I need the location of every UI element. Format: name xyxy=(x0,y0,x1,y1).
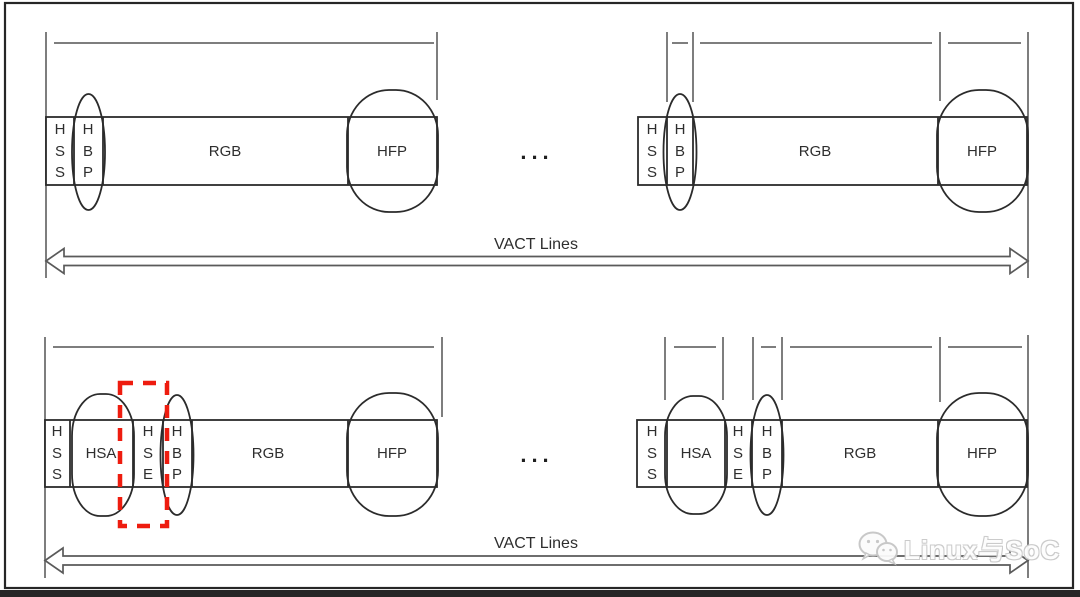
segment-label-hss: H S S xyxy=(646,121,658,181)
watermark: Linux与SoC xyxy=(856,527,1060,569)
row1-left-hfp-capsule xyxy=(346,89,439,213)
segment-label-hfp: HFP xyxy=(377,445,407,462)
segment-label-hss: H S S xyxy=(54,121,66,181)
segment-label-rgb: RGB xyxy=(208,143,242,160)
row1-right-hbp-ellipse xyxy=(662,93,698,211)
continuation-ellipsis: ... xyxy=(520,139,554,164)
segment-label-rgb: RGB xyxy=(843,445,877,462)
segment-label-hsa: HSA xyxy=(85,445,117,462)
segment-label-hse: H S E xyxy=(142,423,154,483)
row2-right-hbp-ellipse xyxy=(749,394,785,516)
row1-left-bar xyxy=(45,116,438,186)
row2-left-hfp-capsule xyxy=(346,392,439,517)
row1-vact-double-arrow xyxy=(44,246,1030,276)
segment-label-hss: H S S xyxy=(646,423,658,483)
row1-right-bar xyxy=(637,116,1028,186)
vact-lines-label: VACT Lines xyxy=(494,535,578,552)
segment-label-hbp: H B P xyxy=(171,423,183,483)
segment-label-hbp: H B P xyxy=(674,121,686,181)
row2-vact-double-arrow xyxy=(43,546,1030,575)
row2-right-hfp-capsule xyxy=(936,392,1029,517)
row2-left-hsa-capsule xyxy=(71,393,135,517)
row1-measurement-lines xyxy=(45,32,1029,278)
row1-emphasis-shapes xyxy=(71,89,1029,213)
segment-label-hse: H S E xyxy=(732,423,744,483)
segment-label-hbp: H B P xyxy=(82,121,94,181)
wechat-icon xyxy=(858,531,898,566)
continuation-ellipsis: ... xyxy=(520,442,554,467)
segment-label-rgb: RGB xyxy=(798,143,832,160)
footer-black-bar xyxy=(0,590,1080,597)
segment-label-hfp: HFP xyxy=(967,445,997,462)
segment-label-hfp: HFP xyxy=(967,143,997,160)
watermark-text: Linux与SoC xyxy=(904,534,1061,565)
segment-label-hfp: HFP xyxy=(377,143,407,160)
row2-bars xyxy=(44,419,1028,488)
row1-right-hfp-capsule xyxy=(936,89,1029,213)
segment-label-hbp: H B P xyxy=(761,423,773,483)
hse-highlight-dashed-box xyxy=(117,380,170,529)
row2-left-hbp-ellipse xyxy=(159,394,195,516)
segment-label-hss: H S S xyxy=(51,423,63,483)
row1-left-hbp-ellipse xyxy=(71,93,106,211)
row1-bars xyxy=(45,116,1028,186)
row2-right-bar xyxy=(636,419,1028,488)
segment-label-rgb: RGB xyxy=(251,445,285,462)
segment-label-hsa: HSA xyxy=(680,445,712,462)
vact-lines-label: VACT Lines xyxy=(494,236,578,253)
figure-border xyxy=(3,1,1075,590)
row2-right-hsa-capsule xyxy=(664,395,728,515)
row2-left-bar xyxy=(44,419,438,488)
row2-emphasis-shapes xyxy=(71,392,1029,517)
